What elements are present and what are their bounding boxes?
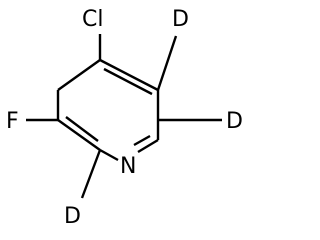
atom-label-nitrogen: N <box>120 154 136 179</box>
bond-c2-c3-inner <box>65 116 99 142</box>
atom-label-deuterium-right: D <box>226 109 243 134</box>
structure-canvas: Cl D D F N D <box>6 7 243 229</box>
bond-c2-c3 <box>57 119 101 151</box>
bond-c2-d <box>80 149 102 199</box>
atom-label-deuterium-bottom: D <box>64 204 81 229</box>
bond-n-c2 <box>99 148 119 162</box>
bond-c4-c5-inner <box>103 67 153 96</box>
atom-label-fluorine: F <box>6 109 19 134</box>
bond-c6-n <box>137 138 159 154</box>
bond-c3-c4-b <box>57 59 101 91</box>
bond-c5-d <box>156 35 178 91</box>
bond-c6-n-inner <box>133 134 151 147</box>
atom-label-chlorine: Cl <box>82 7 103 32</box>
atom-label-deuterium-top: D <box>172 7 189 32</box>
bond-c4-c5 <box>99 58 159 92</box>
molecule-structure: Cl D D F N D <box>6 7 243 229</box>
